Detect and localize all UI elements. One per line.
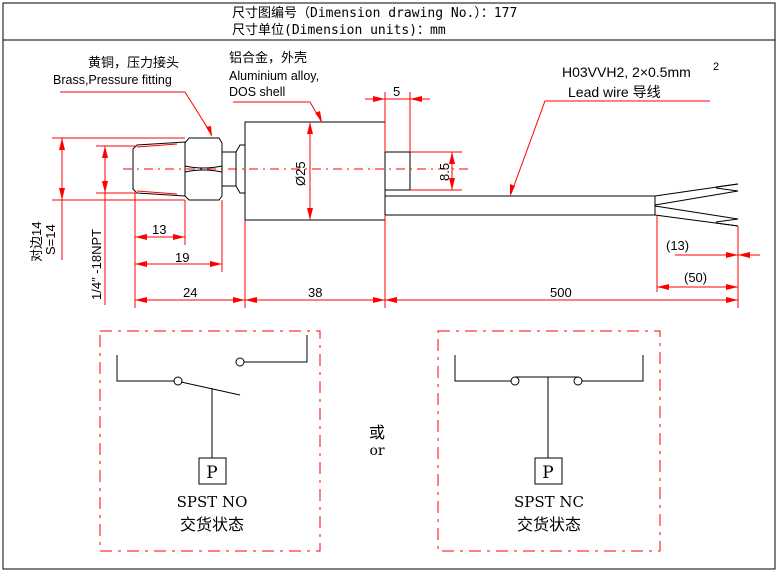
hex-dim-s: S=14: [43, 224, 58, 255]
lead-wire-label: Lead wire 导线: [568, 84, 661, 100]
dim-50-ref: (50): [684, 270, 707, 285]
dimension-units: 尺寸单位(Dimension units)：mm: [232, 23, 446, 38]
aluminium-shell: [244, 121, 386, 221]
shell-label-en1: Aluminium alloy,: [229, 69, 319, 83]
switch-no-diagram: P SPST NO 交货状态: [99, 330, 321, 552]
or-en: or: [369, 443, 384, 459]
switch-no-state: 交货状态: [180, 516, 244, 534]
cable: [384, 195, 656, 216]
dim-19: 19: [175, 250, 189, 265]
dim-38: 38: [308, 285, 322, 300]
cable-spec: H03VVH2, 2×0.5mm: [562, 64, 691, 80]
sensor-body: [132, 121, 739, 227]
dim-8-5: 8.5: [437, 163, 452, 181]
dim-24: 24: [183, 285, 197, 300]
fitting-label-cn: 黄铜，压力接头: [88, 55, 179, 70]
switch-nc-title: SPST NC: [514, 493, 584, 511]
dim-13-ref: (13): [666, 238, 689, 253]
or-cn: 或: [369, 424, 385, 442]
pressure-symbol-nc: P: [542, 463, 553, 483]
thread-dim: 1/4″ -18NPT: [89, 229, 104, 300]
cable-spec-superscript: 2: [713, 61, 719, 73]
switch-no-title: SPST NO: [177, 493, 248, 511]
dim-13: 13: [152, 222, 166, 237]
fitting-label-en: Brass,Pressure fitting: [53, 73, 172, 87]
hex-nut: [184, 137, 223, 201]
shell-label-cn: 铝合金，外壳: [229, 50, 307, 65]
dimension-lines: [52, 91, 760, 308]
switch-nc-state: 交货状态: [517, 516, 581, 534]
pressure-symbol-no: P: [206, 463, 217, 483]
dim-5: 5: [393, 84, 400, 99]
hex-dim-cn: 对边14: [29, 222, 44, 262]
dim-500: 500: [550, 285, 572, 300]
shell-label-en2: DOS shell: [229, 85, 285, 99]
pressure-symbol-box: [198, 457, 227, 485]
drawing-number: 尺寸图编号（Dimension drawing No.）：177: [232, 6, 517, 21]
dim-diameter: Ø25: [293, 161, 308, 186]
lead-wires: [654, 183, 739, 227]
switch-nc-diagram: P SPST NC 交货状态: [437, 330, 661, 552]
